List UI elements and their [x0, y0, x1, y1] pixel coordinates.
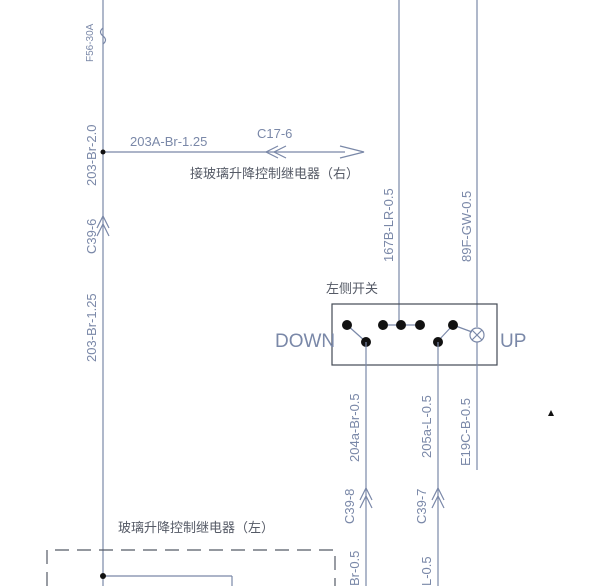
label-relay-left: 玻璃升降控制继电器（左）: [118, 521, 274, 536]
switch-contact-3: [396, 320, 406, 330]
label-l-partial: L-0.5: [419, 556, 434, 586]
label-167b: 167B-LR-0.5: [381, 188, 396, 262]
switch-box: [331, 303, 498, 366]
label-down: DOWN: [275, 331, 335, 352]
arrow-c39-7-b: [431, 494, 445, 509]
lamp-cross-b: [471, 329, 483, 341]
label-fuse: F56-30A: [85, 23, 96, 62]
marker-triangle: [548, 410, 554, 416]
arrow-c17-b: [272, 145, 287, 159]
label-204a: 204a-Br-0.5: [347, 393, 362, 462]
label-203a: 203A-Br-1.25: [130, 134, 207, 149]
arrow-c17: [264, 145, 279, 159]
label-c39-8: C39-8: [342, 489, 357, 524]
arrow-c39-7: [431, 486, 445, 501]
switch-contact-2: [378, 320, 388, 330]
label-c39-6: C39-6: [84, 219, 99, 254]
label-203-bottom: 203-Br-1.25: [84, 293, 99, 362]
label-up: UP: [500, 331, 526, 352]
switch-contact-1: [342, 320, 352, 330]
label-89f: 89F-GW-0.5: [459, 191, 474, 262]
label-switch-title: 左侧开关: [326, 282, 378, 297]
label-203-top: 203-Br-2.0: [84, 125, 99, 186]
arrow-c39-8: [359, 486, 373, 501]
label-relay-right: 接玻璃升降控制继电器（右）: [190, 166, 359, 182]
junction-node-bottom: [100, 573, 106, 579]
label-c39-7: C39-7: [414, 489, 429, 524]
label-e19c: E19C-B-0.5: [458, 398, 473, 466]
relay-left-box: [46, 549, 336, 586]
arrow-c39-6-b: [96, 222, 110, 237]
switch-contact-4: [415, 320, 425, 330]
junction-node-top: [100, 149, 106, 155]
switch-contact-5: [448, 320, 458, 330]
fuse-symbol: [99, 27, 107, 45]
label-br-partial: Br-0.5: [347, 551, 362, 586]
arrow-c39-6: [96, 214, 110, 229]
label-c17: C17-6: [257, 126, 292, 141]
label-205a: 205a-L-0.5: [419, 395, 434, 458]
arrow-c39-8-b: [359, 494, 373, 509]
arrow-end: [339, 145, 365, 159]
